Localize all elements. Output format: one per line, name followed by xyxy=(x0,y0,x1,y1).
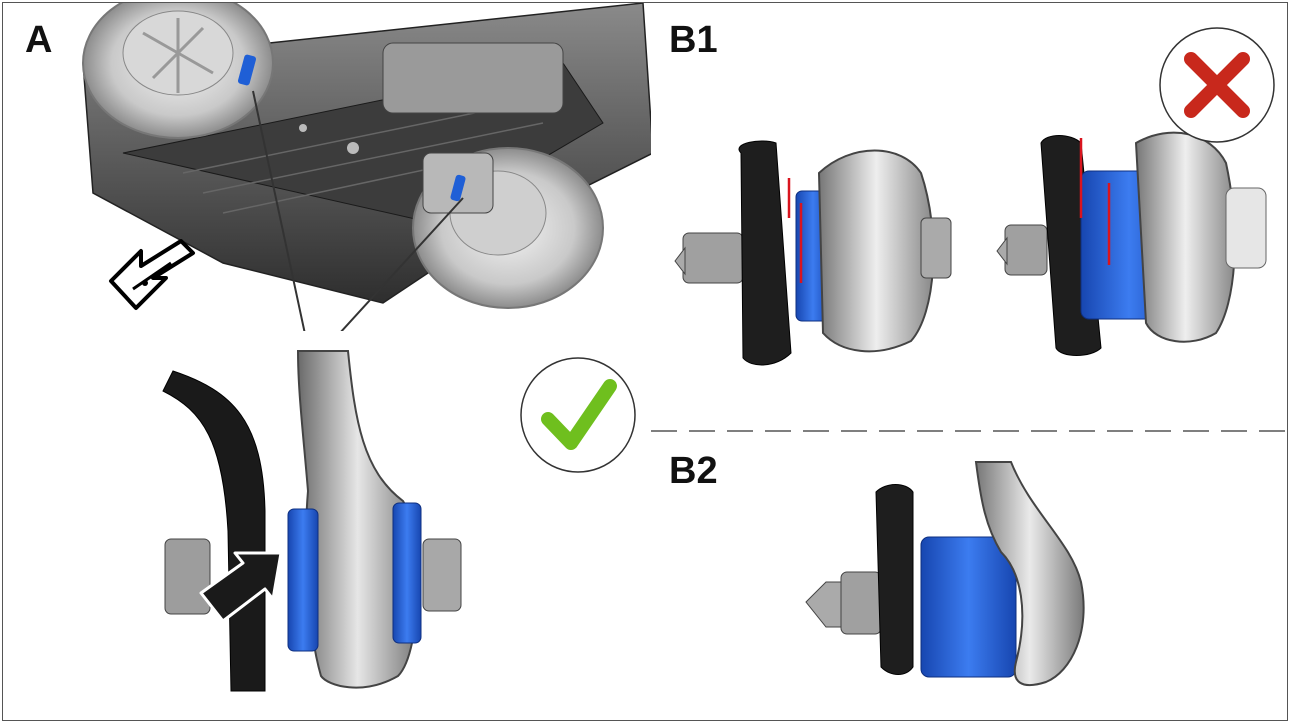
vehicle-underside-illustration xyxy=(82,3,651,332)
check-mark-icon xyxy=(520,357,636,473)
panel-a-detail xyxy=(2,331,652,721)
panel-b1-incorrect: B1 xyxy=(651,2,1288,432)
bushing-incorrect-illustration xyxy=(674,27,1275,366)
vehicle-front-direction-icon xyxy=(109,239,195,310)
bushing-left xyxy=(287,508,319,652)
pointer-arrow-icon xyxy=(199,551,283,623)
bushing xyxy=(920,536,1017,678)
control-arm xyxy=(974,461,1085,687)
bushing-highlight-front xyxy=(237,54,257,86)
bolt-head xyxy=(840,571,882,635)
cross-mark-icon xyxy=(1159,27,1275,143)
panel-a-label: A xyxy=(25,19,53,61)
incorrect-example-2 xyxy=(996,131,1267,356)
nut xyxy=(422,538,462,612)
incorrect-example-1 xyxy=(674,140,952,366)
control-arm xyxy=(296,350,419,689)
panel-a-overview: A xyxy=(2,2,652,333)
panel-b2-correct: B2 xyxy=(651,432,1288,721)
mounting-bracket xyxy=(875,484,914,675)
bushing-correct-illustration xyxy=(162,350,636,692)
bushing-right xyxy=(392,502,422,644)
bolt-head xyxy=(164,538,211,615)
callout-lines xyxy=(252,90,464,332)
panel-b1-label: B1 xyxy=(669,19,718,61)
bushing-b2-illustration xyxy=(805,461,1085,687)
dashed-divider xyxy=(651,430,1288,432)
mounting-bracket xyxy=(162,370,266,692)
panel-b2-label: B2 xyxy=(669,450,718,492)
bushing-highlight-rear xyxy=(450,174,466,202)
